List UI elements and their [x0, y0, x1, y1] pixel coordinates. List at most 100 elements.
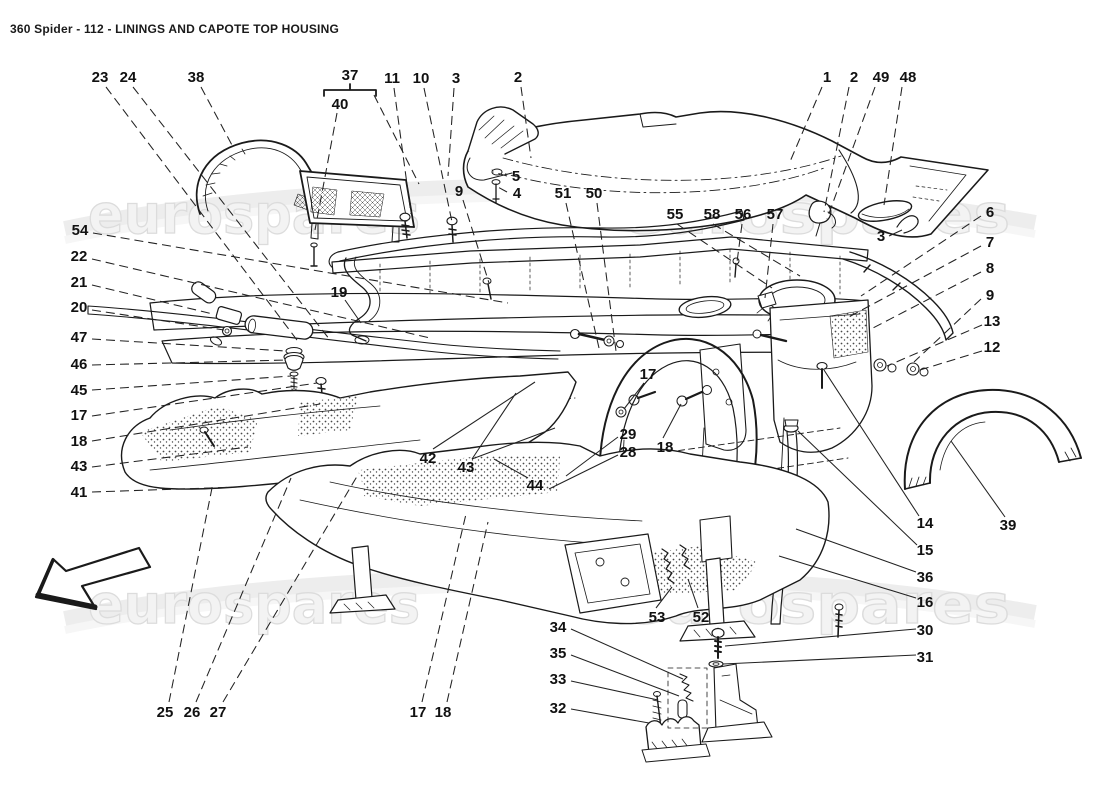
callout-48[interactable]: 48 [900, 69, 917, 86]
callout-10[interactable]: 10 [413, 70, 430, 87]
leader-line-18 [91, 403, 321, 442]
callout-13[interactable]: 13 [984, 313, 1001, 330]
callout-2[interactable]: 2 [850, 69, 858, 86]
callout-11[interactable]: 11 [384, 70, 400, 87]
clamp-hardware-art [641, 627, 773, 763]
direction-arrow [34, 546, 152, 611]
callout-40[interactable]: 40 [332, 96, 349, 113]
leader-line-29 [565, 436, 619, 477]
callout-20[interactable]: 20 [71, 299, 88, 316]
callout-6[interactable]: 6 [986, 204, 994, 221]
callout-42[interactable]: 42 [420, 450, 437, 467]
callout-22[interactable]: 22 [71, 248, 88, 265]
leader-line-22 [91, 258, 431, 339]
callout-25[interactable]: 25 [157, 704, 174, 721]
callout-33[interactable]: 33 [550, 671, 567, 688]
callout-4[interactable]: 4 [513, 185, 522, 202]
callout-27[interactable]: 27 [210, 704, 227, 721]
callout-49[interactable]: 49 [873, 69, 890, 86]
callout-29[interactable]: 29 [620, 426, 637, 443]
callout-51[interactable]: 51 [555, 185, 572, 202]
callout-9[interactable]: 9 [455, 183, 463, 200]
callout-2[interactable]: 2 [514, 69, 522, 86]
leader-line-12 [919, 350, 983, 371]
leader-line-10 [423, 87, 453, 223]
curved-hose-art [903, 388, 1082, 490]
leader-line-3 [888, 229, 903, 237]
leader-line-3 [447, 87, 455, 177]
callout-16[interactable]: 16 [917, 594, 934, 611]
leader-line-7 [846, 245, 982, 319]
callout-54[interactable]: 54 [72, 222, 89, 239]
leader-line-16 [778, 555, 917, 599]
wheel-arch-art [598, 338, 758, 493]
callout-52[interactable]: 52 [693, 609, 710, 626]
leader-line-4 [495, 185, 508, 193]
leader-line-35 [570, 654, 680, 697]
callout-28[interactable]: 28 [620, 444, 637, 461]
callout-44[interactable]: 44 [527, 477, 544, 494]
callout-7[interactable]: 7 [986, 234, 994, 251]
callout-1[interactable]: 1 [823, 69, 831, 86]
callout-12[interactable]: 12 [984, 339, 1001, 356]
callout-37[interactable]: 37 [342, 67, 359, 84]
callout-41[interactable]: 41 [71, 484, 88, 501]
leader-line-30 [724, 628, 917, 647]
leader-line-43 [471, 427, 556, 460]
callout-35[interactable]: 35 [550, 645, 567, 662]
fastener-art [399, 212, 929, 638]
callout-57[interactable]: 57 [767, 206, 784, 223]
callout-3[interactable]: 3 [452, 70, 460, 87]
callout-36[interactable]: 36 [917, 569, 934, 586]
callout-58[interactable]: 58 [704, 206, 721, 223]
callout-23[interactable]: 23 [92, 69, 109, 86]
callout-21[interactable]: 21 [71, 274, 88, 291]
callout-46[interactable]: 46 [71, 356, 88, 373]
callout-43[interactable]: 43 [71, 458, 88, 475]
callout-24[interactable]: 24 [120, 69, 137, 86]
leader-line-2 [520, 86, 532, 159]
callout-18[interactable]: 18 [71, 433, 88, 450]
callout-5[interactable]: 5 [512, 168, 520, 185]
callout-47[interactable]: 47 [71, 329, 88, 346]
callout-43[interactable]: 43 [458, 459, 475, 476]
leader-line-50 [596, 202, 617, 352]
callout-19[interactable]: 19 [331, 284, 348, 301]
callout-14[interactable]: 14 [917, 515, 934, 532]
callout-53[interactable]: 53 [649, 609, 666, 626]
callout-56[interactable]: 56 [735, 206, 752, 223]
leader-line-49 [826, 86, 876, 220]
callout-38[interactable]: 38 [188, 69, 205, 86]
leader-line-18 [662, 403, 682, 439]
callout-17[interactable]: 17 [410, 704, 427, 721]
leader-line-9 [462, 199, 490, 284]
callout-55[interactable]: 55 [667, 206, 684, 223]
callout-8[interactable]: 8 [986, 260, 994, 277]
leader-line-41 [91, 486, 239, 493]
leader-line-8 [870, 271, 982, 330]
callout-31[interactable]: 31 [917, 649, 934, 666]
leader-line-34 [570, 628, 684, 680]
callout-3[interactable]: 3 [877, 228, 885, 245]
callout-18[interactable]: 18 [435, 704, 452, 721]
leader-line-19 [344, 299, 362, 324]
upper-seal-strip-art [328, 210, 745, 269]
callout-26[interactable]: 26 [184, 704, 201, 721]
callout-34[interactable]: 34 [550, 619, 567, 636]
callout-32[interactable]: 32 [550, 700, 567, 717]
leader-line-53 [655, 586, 673, 609]
callout-30[interactable]: 30 [917, 622, 934, 639]
callout-17[interactable]: 17 [71, 407, 88, 424]
callout-18[interactable]: 18 [657, 439, 674, 456]
callout-50[interactable]: 50 [586, 185, 603, 202]
callout-39[interactable]: 39 [1000, 517, 1017, 534]
callout-17[interactable]: 17 [640, 366, 657, 383]
page-title: 360 Spider - 112 - LININGS AND CAPOTE TO… [10, 22, 339, 36]
callout-15[interactable]: 15 [917, 542, 934, 559]
capote-cover-art [462, 106, 989, 238]
callout-45[interactable]: 45 [71, 382, 88, 399]
callout-9[interactable]: 9 [986, 287, 994, 304]
